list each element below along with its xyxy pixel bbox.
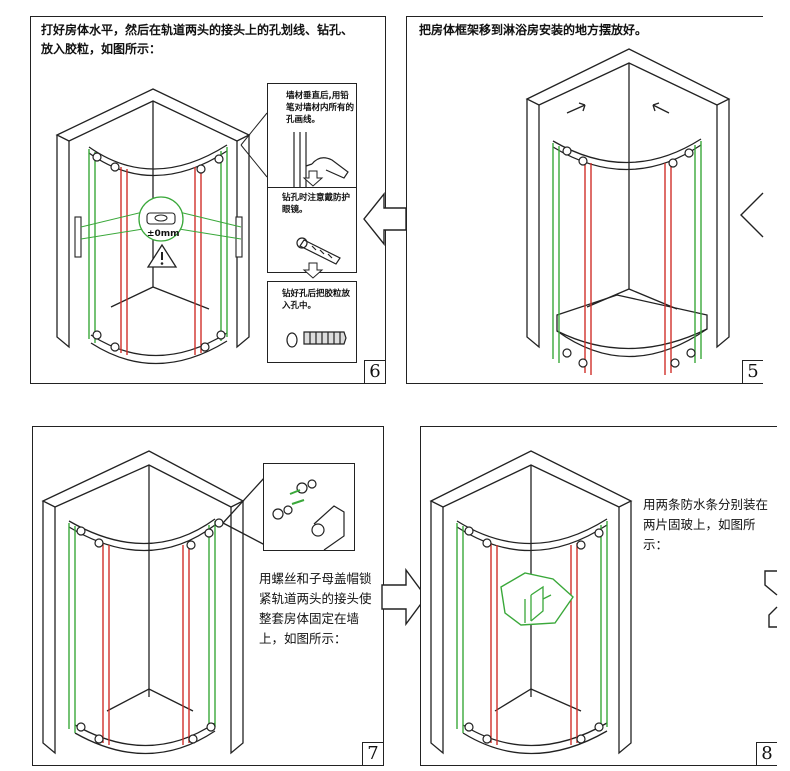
step-7-number: 7 bbox=[362, 742, 383, 765]
callout-insert-plugs-text: 钻好孔后把胶粒放入孔中。 bbox=[282, 289, 351, 311]
callout-drill-safety: 钻孔时注意戴防护眼镜。 bbox=[267, 187, 357, 273]
step-6-enclosure-drawing bbox=[55, 88, 268, 365]
callout-mark-holes: 墙材垂直后,用铅笔对墙材内所有的孔画线。 bbox=[267, 83, 357, 189]
callout-mark-holes-text: 墙材垂直后,用铅笔对墙材内所有的孔画线。 bbox=[286, 91, 355, 125]
callout-insert-plugs: 钻好孔后把胶粒放入孔中。 bbox=[267, 281, 357, 363]
step-8-panel: 用两条防水条分别装在两片固玻上，如图所示： 8 bbox=[420, 426, 778, 766]
step-5-number: 5 bbox=[742, 360, 763, 383]
screw-cap-icon bbox=[272, 479, 345, 551]
wall-plug-icon bbox=[286, 331, 347, 348]
step-5-panel: 把房体框架移到淋浴房安装的地方摆放好。 bbox=[406, 16, 764, 384]
step-6-panel: 打好房体水平，然后在轨道两头的接头上的孔划线、钻孔、放入胶粒，如图所示： bbox=[30, 16, 386, 384]
level-reading: ±0mm bbox=[147, 229, 180, 239]
step-7-enclosure-drawing bbox=[41, 450, 266, 755]
callout-screw-caps bbox=[263, 463, 355, 551]
callout-arrow-icon-2 bbox=[302, 262, 324, 279]
callout-arrow-icon bbox=[302, 170, 324, 187]
step-5-instruction: 把房体框架移到淋浴房安装的地方摆放好。 bbox=[419, 23, 648, 37]
step-6-instruction: 打好房体水平，然后在轨道两头的接头上的孔划线、钻孔、放入胶粒，如图所示： bbox=[41, 23, 354, 56]
callout-drill-safety-text: 钻孔时注意戴防护眼镜。 bbox=[282, 193, 351, 215]
step-6-number: 6 bbox=[364, 360, 385, 383]
step-8-instruction: 用两条防水条分别装在两片固玻上，如图所示： bbox=[643, 497, 769, 552]
flow-arrow-right-icon bbox=[381, 567, 427, 627]
step-5-enclosure-drawing bbox=[525, 48, 764, 375]
drill-bit-icon bbox=[296, 237, 341, 265]
step-8-number: 8 bbox=[756, 742, 777, 765]
step-7-panel: 用螺丝和子母盖帽锁紧轨道两头的接头使整套房体固定在墙上，如图所示： 7 bbox=[32, 426, 384, 766]
step-7-instruction: 用螺丝和子母盖帽锁紧轨道两头的接头使整套房体固定在墙上，如图所示： bbox=[259, 571, 372, 646]
flow-arrow-left-icon bbox=[363, 192, 407, 246]
step-8-enclosure-drawing bbox=[429, 450, 778, 755]
